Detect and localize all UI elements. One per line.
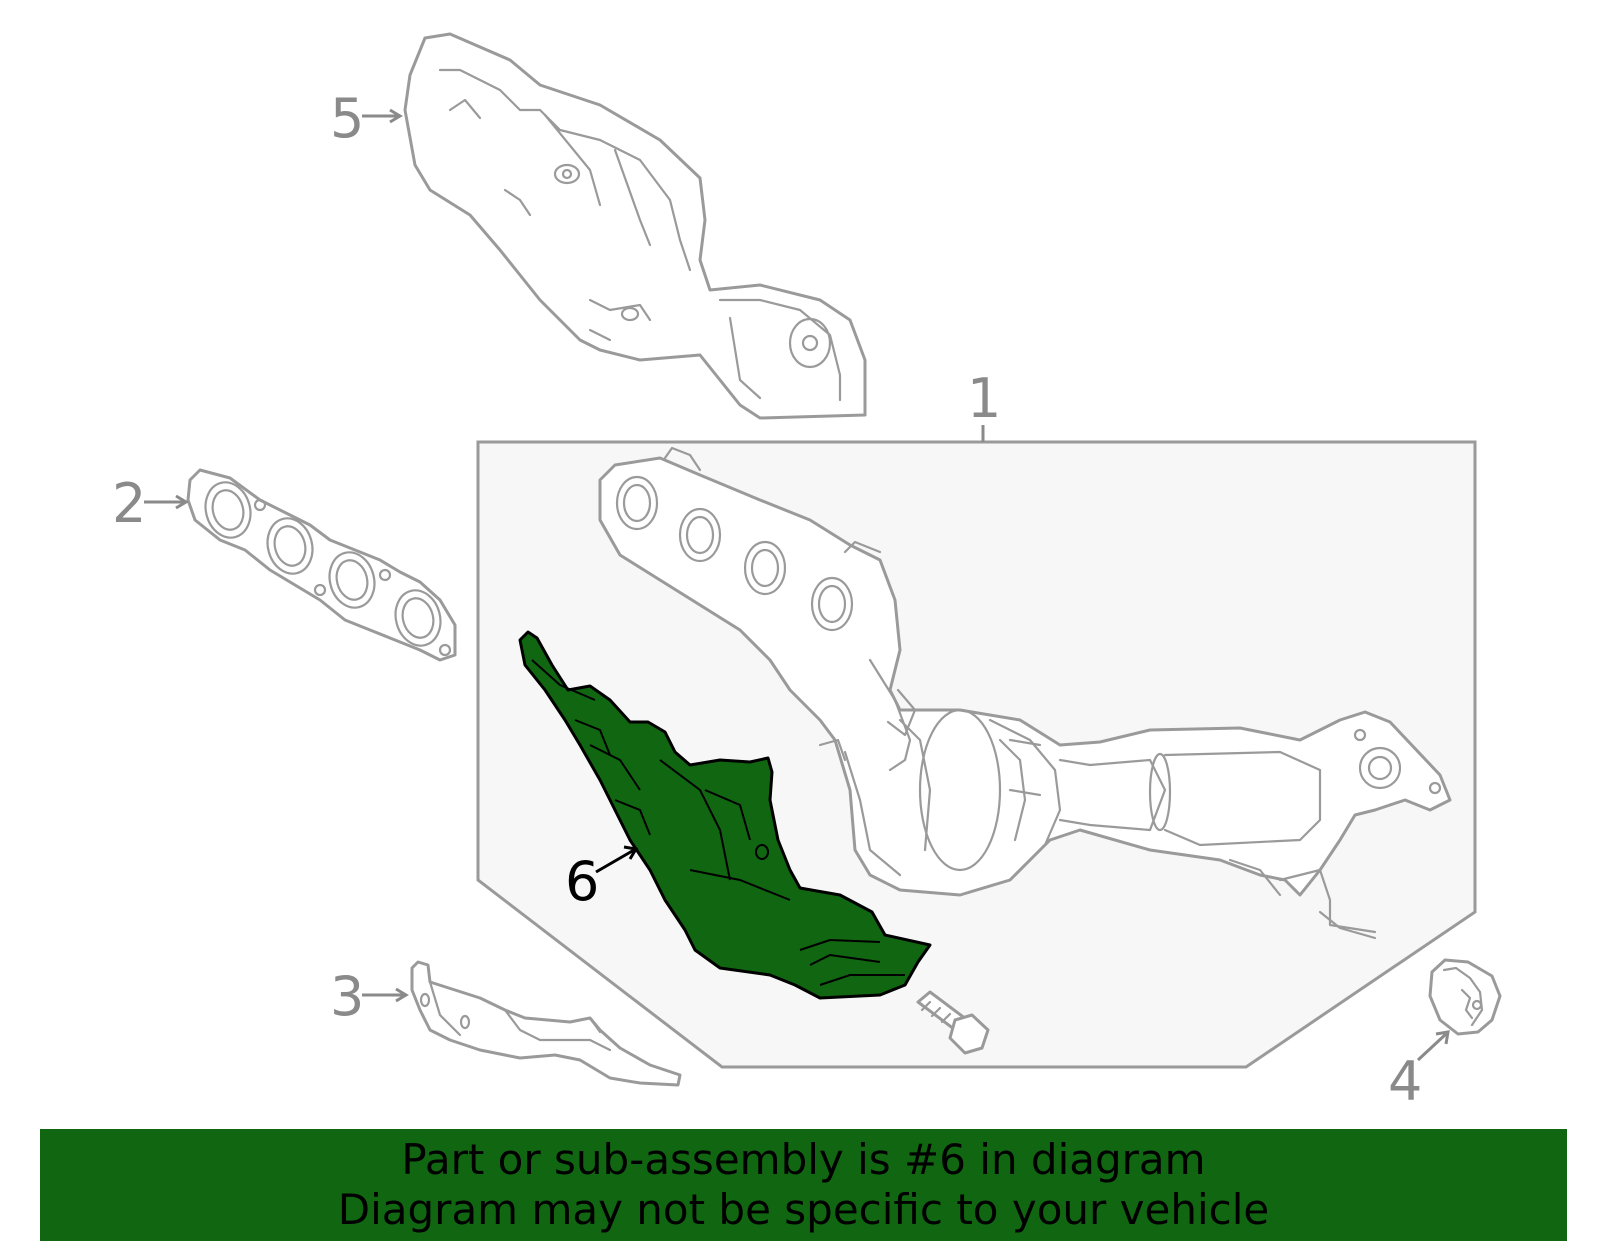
callout-1-label: 1 <box>967 367 1001 430</box>
callout-2-arrow <box>144 494 189 510</box>
part-2-manifold-gasket[interactable] <box>186 468 457 662</box>
banner-line-2: Diagram may not be specific to your vehi… <box>337 1185 1270 1234</box>
callout-3-label: 3 <box>330 965 364 1028</box>
banner-line-1: Part or sub-assembly is #6 in diagram <box>401 1135 1206 1184</box>
part-6-shape <box>518 630 932 1000</box>
callout-6-label: 6 <box>565 850 599 913</box>
callout-5-arrow <box>362 108 403 124</box>
bolt-fastener <box>916 990 990 1055</box>
part-3-bracket[interactable] <box>410 960 682 1087</box>
part-4-hanger-insulator[interactable] <box>1428 958 1502 1036</box>
callout-4-label: 4 <box>1388 1050 1422 1113</box>
callout-6-arrow <box>595 845 639 874</box>
callout-4-arrow <box>1416 1030 1450 1062</box>
callout-2-label: 2 <box>112 472 146 535</box>
part-6-lower-heat-shield[interactable] <box>518 630 932 1000</box>
part-1-exhaust-manifold-assembly[interactable] <box>598 446 1452 940</box>
callout-5-label: 5 <box>330 87 364 150</box>
callout-3-arrow <box>362 987 409 1003</box>
info-banner: Part or sub-assembly is #6 in diagram Di… <box>40 1129 1567 1241</box>
part-5-upper-heat-shield[interactable] <box>403 32 867 420</box>
